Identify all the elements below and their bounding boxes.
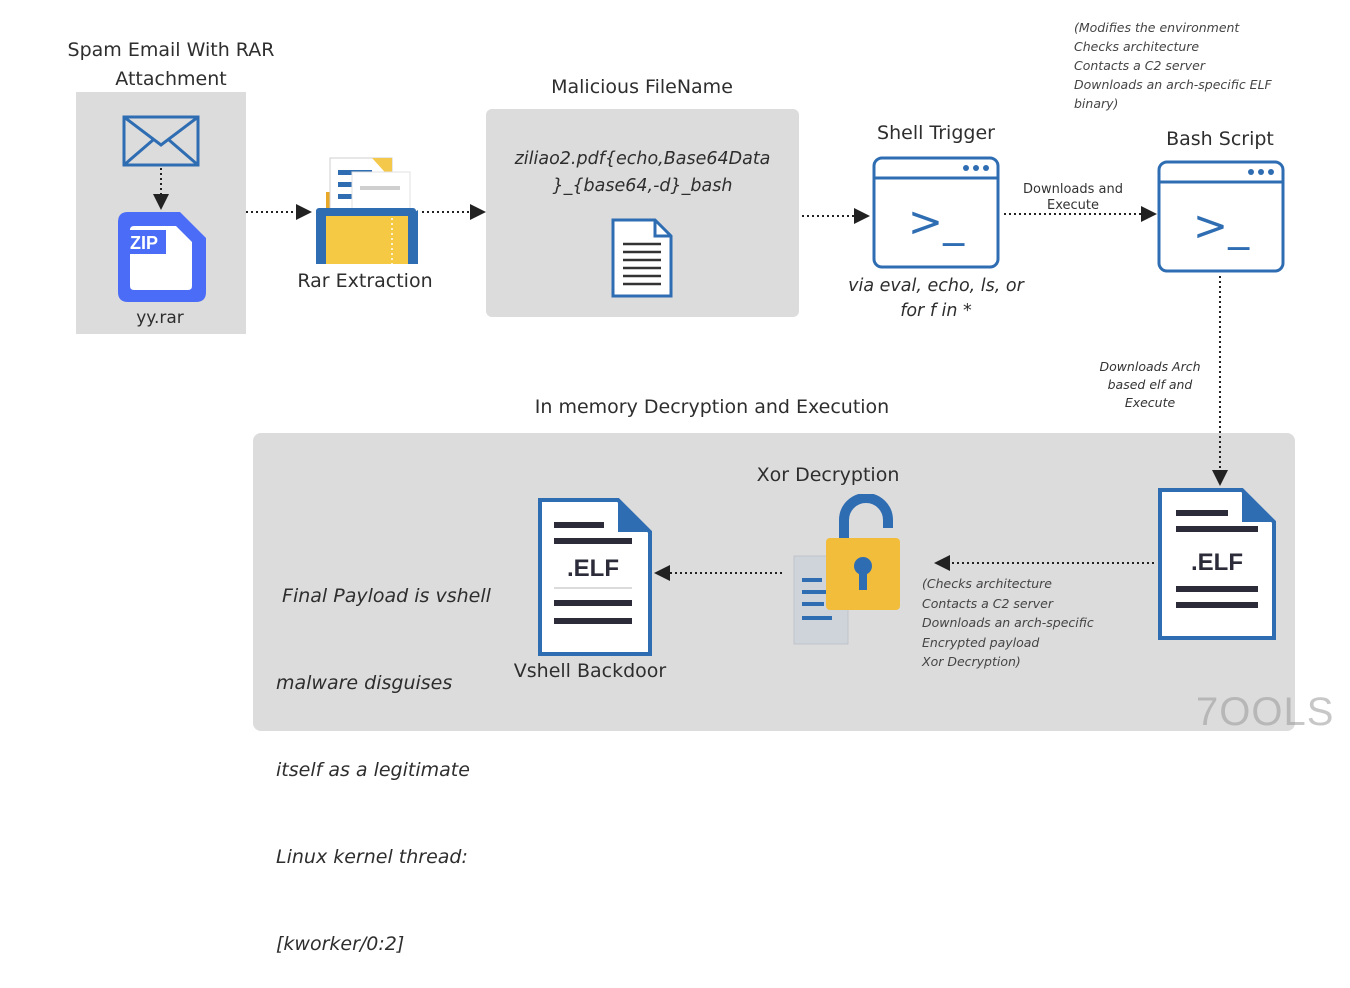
unlocked-padlock-icon (793, 494, 900, 645)
elf-loader-text: .ELF (1191, 549, 1243, 576)
final-payload-text: Final Payload is vshell malware disguise… (276, 585, 491, 955)
zip-file-icon: ZIP (118, 212, 206, 302)
malicious-filename-title: Malicious FileName (551, 76, 733, 98)
bash-script-terminal-icon: >_ (1157, 160, 1285, 273)
yy-rar-label: yy.rar (136, 308, 184, 328)
zip-text: ZIP (130, 233, 158, 253)
memory-execution-panel (253, 433, 1295, 731)
bash-script-prompt: >_ (1193, 201, 1250, 250)
vshell-backdoor-title: Vshell Backdoor (513, 660, 667, 682)
vshell-elf-file-icon: .ELF (538, 498, 652, 656)
folder-documents-icon (316, 157, 418, 264)
elf-loader-notes: (Checks architecture Contacts a C2 serve… (922, 576, 1094, 669)
bash-script-title: Bash Script (1166, 128, 1274, 150)
bash-script-notes: (Modifies the environment Checks archite… (1074, 20, 1272, 111)
rar-extraction-label: Rar Extraction (297, 270, 433, 292)
shell-trigger-title: Shell Trigger (877, 122, 995, 144)
elf-loader-file-icon: .ELF (1158, 488, 1276, 640)
arch-download-label: Downloads Arch based elf and Execute (1099, 359, 1201, 410)
shell-trigger-prompt: >_ (908, 197, 965, 246)
vshell-elf-text: .ELF (567, 555, 619, 582)
xor-decryption-title: Xor Decryption (756, 464, 900, 486)
malicious-filename-text: ziliao2.pdf{echo,Base64Data }_{base64,-d… (514, 149, 771, 196)
spam-email-title: Spam Email With RAR Attachment (67, 39, 275, 90)
downloads-execute-label: Downloads and Execute (1023, 182, 1123, 213)
envelope-icon (122, 115, 200, 167)
document-icon (611, 218, 673, 298)
memory-section-title: In memory Decryption and Execution (534, 396, 890, 418)
watermark-logo: 7OOLS (1196, 690, 1335, 734)
shell-trigger-note: via eval, echo, ls, or for f in * (848, 276, 1024, 321)
shell-trigger-terminal-icon: >_ (872, 156, 1000, 269)
